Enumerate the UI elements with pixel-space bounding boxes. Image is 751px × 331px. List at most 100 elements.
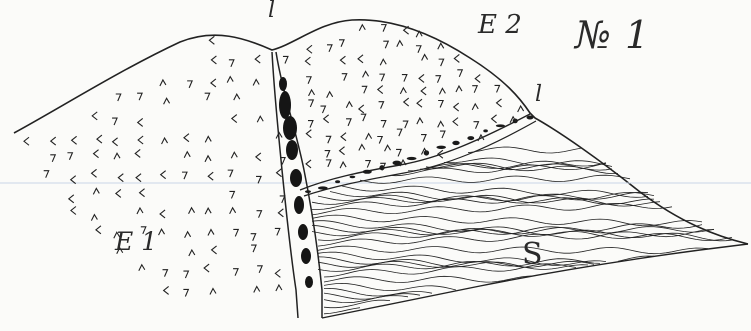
dike-inclusion — [294, 196, 304, 214]
volcanic-tick-mark — [320, 106, 325, 113]
contact-inclusion — [305, 190, 311, 193]
volcanic-tick-mark — [308, 100, 313, 107]
volcanic-tick-mark — [361, 114, 366, 121]
volcanic-tick-mark — [397, 129, 402, 136]
volcanic-tick-mark — [417, 118, 423, 124]
volcanic-tick-mark — [275, 269, 280, 277]
volcanic-tick-mark — [438, 121, 444, 127]
volcanic-tick-mark — [234, 94, 240, 100]
volcanic-tick-mark — [233, 269, 238, 276]
volcanic-tick-mark — [205, 156, 211, 162]
dike-inclusion — [298, 224, 308, 240]
volcanic-tick-mark — [457, 70, 462, 77]
volcanic-tick-mark — [475, 75, 480, 83]
contact-inclusion — [467, 136, 474, 140]
contact-inclusion — [363, 170, 372, 174]
volcanic-tick-mark — [280, 196, 285, 203]
volcanic-tick-mark — [472, 104, 478, 110]
volcanic-tick-mark — [403, 121, 408, 128]
volcanic-tick-mark — [256, 176, 261, 183]
volcanic-tick-mark — [396, 149, 401, 156]
volcanic-tick-mark — [439, 59, 444, 66]
volcanic-tick-mark — [227, 77, 233, 83]
volcanic-tick-mark — [492, 115, 497, 123]
label-l-top: l — [268, 0, 275, 22]
foliation-line — [318, 224, 702, 241]
volcanic-tick-mark — [230, 208, 236, 214]
volcanic-tick-mark — [91, 215, 97, 221]
volcanic-tick-mark — [137, 93, 142, 100]
volcanic-tick-mark — [308, 121, 313, 128]
volcanic-tick-mark — [306, 130, 311, 138]
volcanic-tick-mark — [228, 170, 233, 177]
volcanic-tick-mark — [231, 152, 237, 158]
volcanic-tick-mark — [363, 71, 369, 77]
volcanic-tick-mark — [257, 211, 262, 218]
volcanic-tick-mark — [205, 208, 211, 214]
volcanic-tick-mark — [275, 228, 280, 235]
volcanic-tick-mark — [136, 174, 141, 182]
volcanic-tick-mark — [251, 234, 256, 241]
volcanic-tick-mark — [377, 136, 382, 143]
volcanic-tick-mark — [50, 155, 55, 162]
volcanic-tick-mark — [422, 55, 428, 61]
volcanic-pattern-e2 — [283, 25, 524, 171]
volcanic-tick-mark — [72, 136, 77, 144]
volcanic-tick-mark — [346, 119, 351, 126]
volcanic-tick-mark — [208, 230, 214, 236]
volcanic-tick-mark — [116, 94, 121, 101]
foliation-line — [360, 175, 630, 183]
foliation-line — [312, 203, 672, 215]
volcanic-tick-mark — [164, 286, 169, 294]
volcanic-tick-mark — [366, 134, 372, 140]
volcanic-tick-mark — [92, 112, 97, 120]
volcanic-tick-mark — [421, 135, 426, 142]
volcanic-tick-mark — [116, 189, 121, 197]
volcanic-tick-mark — [404, 98, 409, 106]
volcanic-tick-mark — [183, 271, 188, 278]
volcanic-tick-mark — [229, 60, 234, 67]
volcanic-tick-mark — [255, 55, 260, 63]
volcanic-tick-mark — [379, 74, 384, 81]
volcanic-tick-mark — [454, 103, 459, 111]
volcanic-tick-mark — [419, 74, 424, 82]
volcanic-tick-mark — [160, 210, 165, 218]
volcanic-tick-mark — [162, 138, 168, 144]
volcanic-tick-mark — [208, 172, 213, 180]
volcanic-tick-mark — [327, 45, 332, 52]
volcanic-tick-mark — [92, 169, 97, 177]
volcanic-tick-mark — [359, 25, 365, 31]
volcanic-tick-mark — [435, 76, 440, 83]
volcanic-tick-mark — [365, 161, 370, 168]
volcanic-tick-mark — [185, 232, 191, 238]
volcanic-tick-mark — [474, 122, 479, 129]
volcanic-tick-mark — [140, 189, 145, 197]
volcanic-tick-mark — [184, 134, 189, 142]
volcanic-tick-mark — [358, 55, 363, 63]
volcanic-tick-mark — [340, 56, 345, 64]
volcanic-tick-mark — [402, 75, 407, 82]
volcanic-tick-mark — [497, 99, 502, 107]
volcanic-tick-mark — [257, 116, 263, 122]
volcanic-tick-mark — [93, 188, 99, 194]
label-l-right: l — [535, 84, 542, 106]
dike-inclusion — [286, 140, 298, 160]
volcanic-tick-mark — [453, 118, 458, 126]
volcanic-tick-mark — [416, 46, 421, 53]
volcanic-tick-mark — [276, 285, 282, 291]
volcanic-tick-mark — [257, 266, 262, 273]
dike-inclusion — [279, 91, 291, 119]
volcanic-tick-mark — [51, 137, 56, 145]
volcanic-tick-mark — [340, 147, 345, 155]
volcanic-tick-mark — [229, 191, 234, 198]
volcanic-tick-mark — [135, 149, 140, 157]
volcanic-tick-mark — [205, 136, 211, 142]
volcanic-tick-mark — [139, 265, 145, 271]
volcanic-tick-mark — [211, 56, 216, 64]
volcanic-tick-mark — [380, 59, 386, 65]
volcanic-tick-mark — [112, 118, 117, 125]
volcanic-tick-mark — [379, 102, 384, 109]
volcanic-tick-mark — [326, 160, 331, 167]
volcanic-tick-mark — [205, 93, 210, 100]
